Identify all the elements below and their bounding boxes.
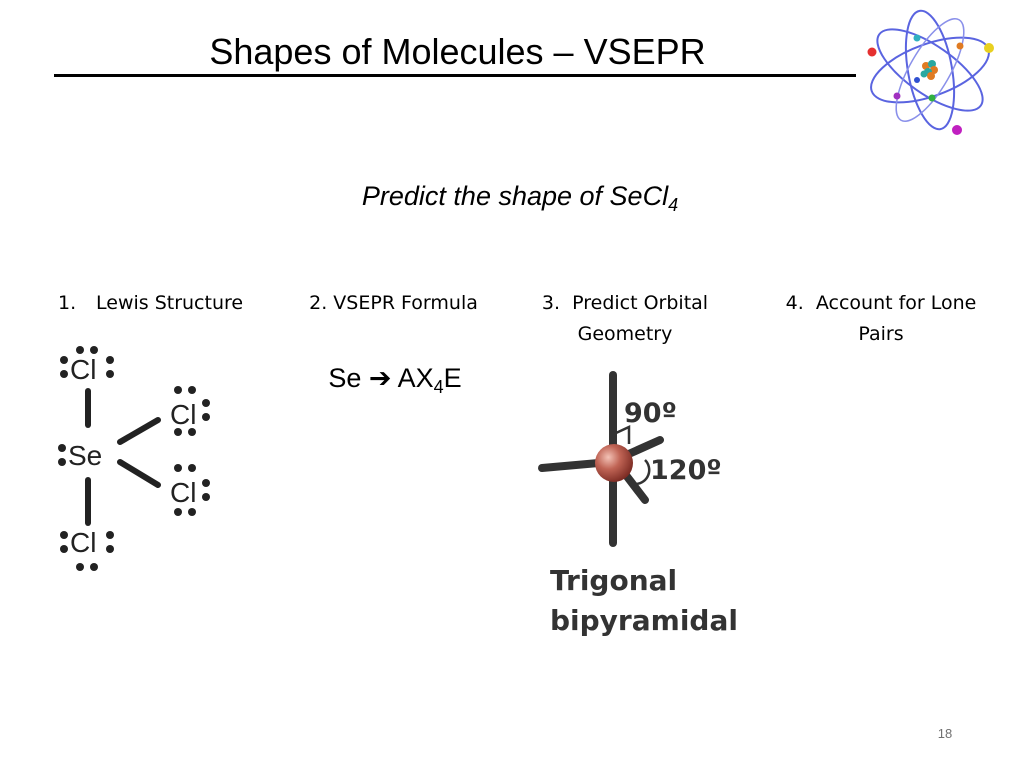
atom-label-cl-lower-right: Cl — [170, 477, 196, 508]
atom-logo-icon — [867, 9, 994, 135]
step-number: 2. — [309, 292, 328, 314]
geometry-name-line2: bipyramidal — [550, 604, 738, 637]
central-atom-ball — [595, 444, 633, 482]
atom-label-cl-bottom: Cl — [70, 527, 96, 558]
atom-label-se: Se — [68, 440, 102, 471]
title-underline — [54, 74, 856, 77]
step-vsepr-formula: 2. VSEPR Formula — [296, 288, 491, 319]
step-number: 3. — [541, 292, 561, 314]
step-label: Account for Lone — [815, 292, 977, 314]
atom-label-cl-top: Cl — [70, 354, 96, 385]
arrow-right-icon: ➔ — [368, 363, 392, 393]
slide-title: Shapes of Molecules – VSEPR — [209, 31, 706, 72]
question-subscript: 4 — [668, 195, 679, 215]
step-label: VSEPR Formula — [333, 292, 478, 314]
question-prefix: Predict the shape of SeCl — [361, 181, 669, 211]
step-label-line2: Geometry — [577, 323, 673, 345]
bond-line — [117, 459, 161, 488]
step-lone-pairs: 4. Account for Lone Pairs — [770, 288, 992, 350]
right-angle-marker — [615, 425, 631, 444]
step-label: Lewis Structure — [96, 292, 244, 314]
step-orbital-geometry: 3. Predict Orbital Geometry — [525, 288, 725, 350]
formula-subscript: 4 — [433, 377, 444, 397]
step-number: 4. — [785, 292, 804, 314]
atom-label-cl-upper-right: Cl — [170, 399, 196, 430]
step-label-line2: Pairs — [858, 323, 904, 345]
step-number: 1. — [58, 292, 77, 314]
formula-central-atom: Se — [328, 363, 362, 393]
step-label: Predict Orbital — [572, 292, 709, 314]
trigonal-bipyramidal-diagram: 90º 120º Trigonal bipyramidal — [538, 371, 738, 637]
formula-ax: AX — [397, 363, 434, 393]
geometry-name-line1: Trigonal — [550, 564, 677, 597]
angle-arc-marker — [635, 459, 651, 486]
bond-line — [117, 417, 161, 445]
page-number: 18 — [937, 726, 953, 741]
angle-label-120: 120º — [650, 455, 722, 486]
formula-lone-pair: E — [443, 363, 462, 393]
question-text: Predict the shape of SeCl4 — [260, 178, 780, 223]
lewis-structure-diagram: Cl Cl Se Cl Cl — [58, 346, 210, 571]
lone-pair-dots — [58, 346, 210, 571]
step-lewis-structure: 1. Lewis Structure — [58, 288, 268, 319]
vsepr-formula: Se ➔ AX4E — [300, 360, 490, 405]
angle-label-90: 90º — [624, 398, 677, 429]
